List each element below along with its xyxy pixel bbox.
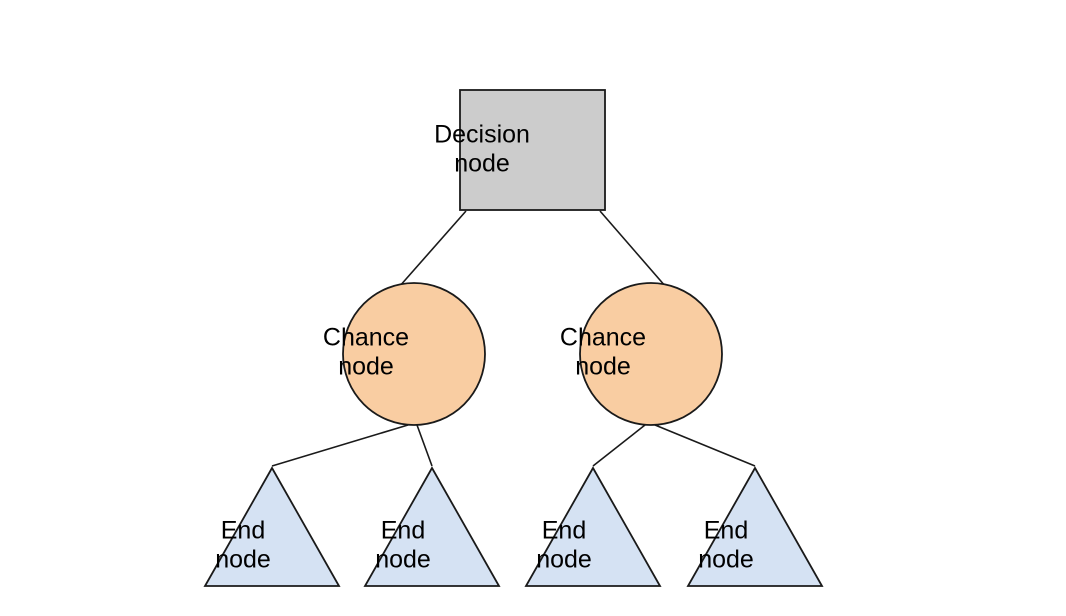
chance-node-left-label-line1: Chance — [323, 324, 409, 352]
edge-group — [271, 210, 756, 467]
end-node-4-label-line1: End — [704, 517, 748, 545]
end-node-1-label-line2: node — [215, 546, 271, 574]
end-node-2-label-line2: node — [375, 546, 431, 574]
decision-node-label-line2: node — [454, 150, 510, 178]
end-node-2-label-line1: End — [381, 517, 425, 545]
chance-node-right-label-line1: Chance — [560, 324, 646, 352]
chance-node-left[interactable]: Chance node — [323, 282, 486, 426]
end-node-4[interactable]: End node — [686, 466, 824, 587]
end-node-2-triangle[interactable] — [363, 466, 501, 587]
chance-node-left-circle[interactable] — [342, 282, 486, 426]
end-node-1[interactable]: End node — [203, 466, 341, 587]
edge-decision-to-chance-right — [599, 210, 667, 288]
decision-node-rectangle[interactable] — [459, 89, 606, 211]
edge-chance-right-to-end-node-3 — [592, 424, 646, 467]
chance-node-left-label-line2: node — [338, 353, 394, 381]
edge-chance-right-to-end-node-4 — [654, 424, 756, 467]
edge-chance-left-to-end-node-1 — [271, 424, 409, 467]
decision-node-label-line1: Decision — [434, 121, 530, 149]
end-node-2[interactable]: End node — [363, 466, 501, 587]
edge-chance-left-to-end-node-2 — [416, 424, 433, 467]
end-node-4-triangle[interactable] — [686, 466, 824, 587]
end-node-3[interactable]: End node — [524, 466, 662, 587]
end-node-1-triangle[interactable] — [203, 466, 341, 587]
end-node-3-label-line2: node — [536, 546, 592, 574]
end-node-3-triangle[interactable] — [524, 466, 662, 587]
chance-node-right-circle[interactable] — [579, 282, 723, 426]
edge-decision-to-chance-left — [398, 210, 467, 288]
end-node-1-label-line1: End — [221, 517, 265, 545]
end-node-4-label-line2: node — [698, 546, 754, 574]
end-node-3-label-line1: End — [542, 517, 586, 545]
chance-node-right-label-line2: node — [575, 353, 631, 381]
decision-node[interactable]: Decision node — [434, 89, 606, 211]
chance-node-right[interactable]: Chance node — [560, 282, 723, 426]
